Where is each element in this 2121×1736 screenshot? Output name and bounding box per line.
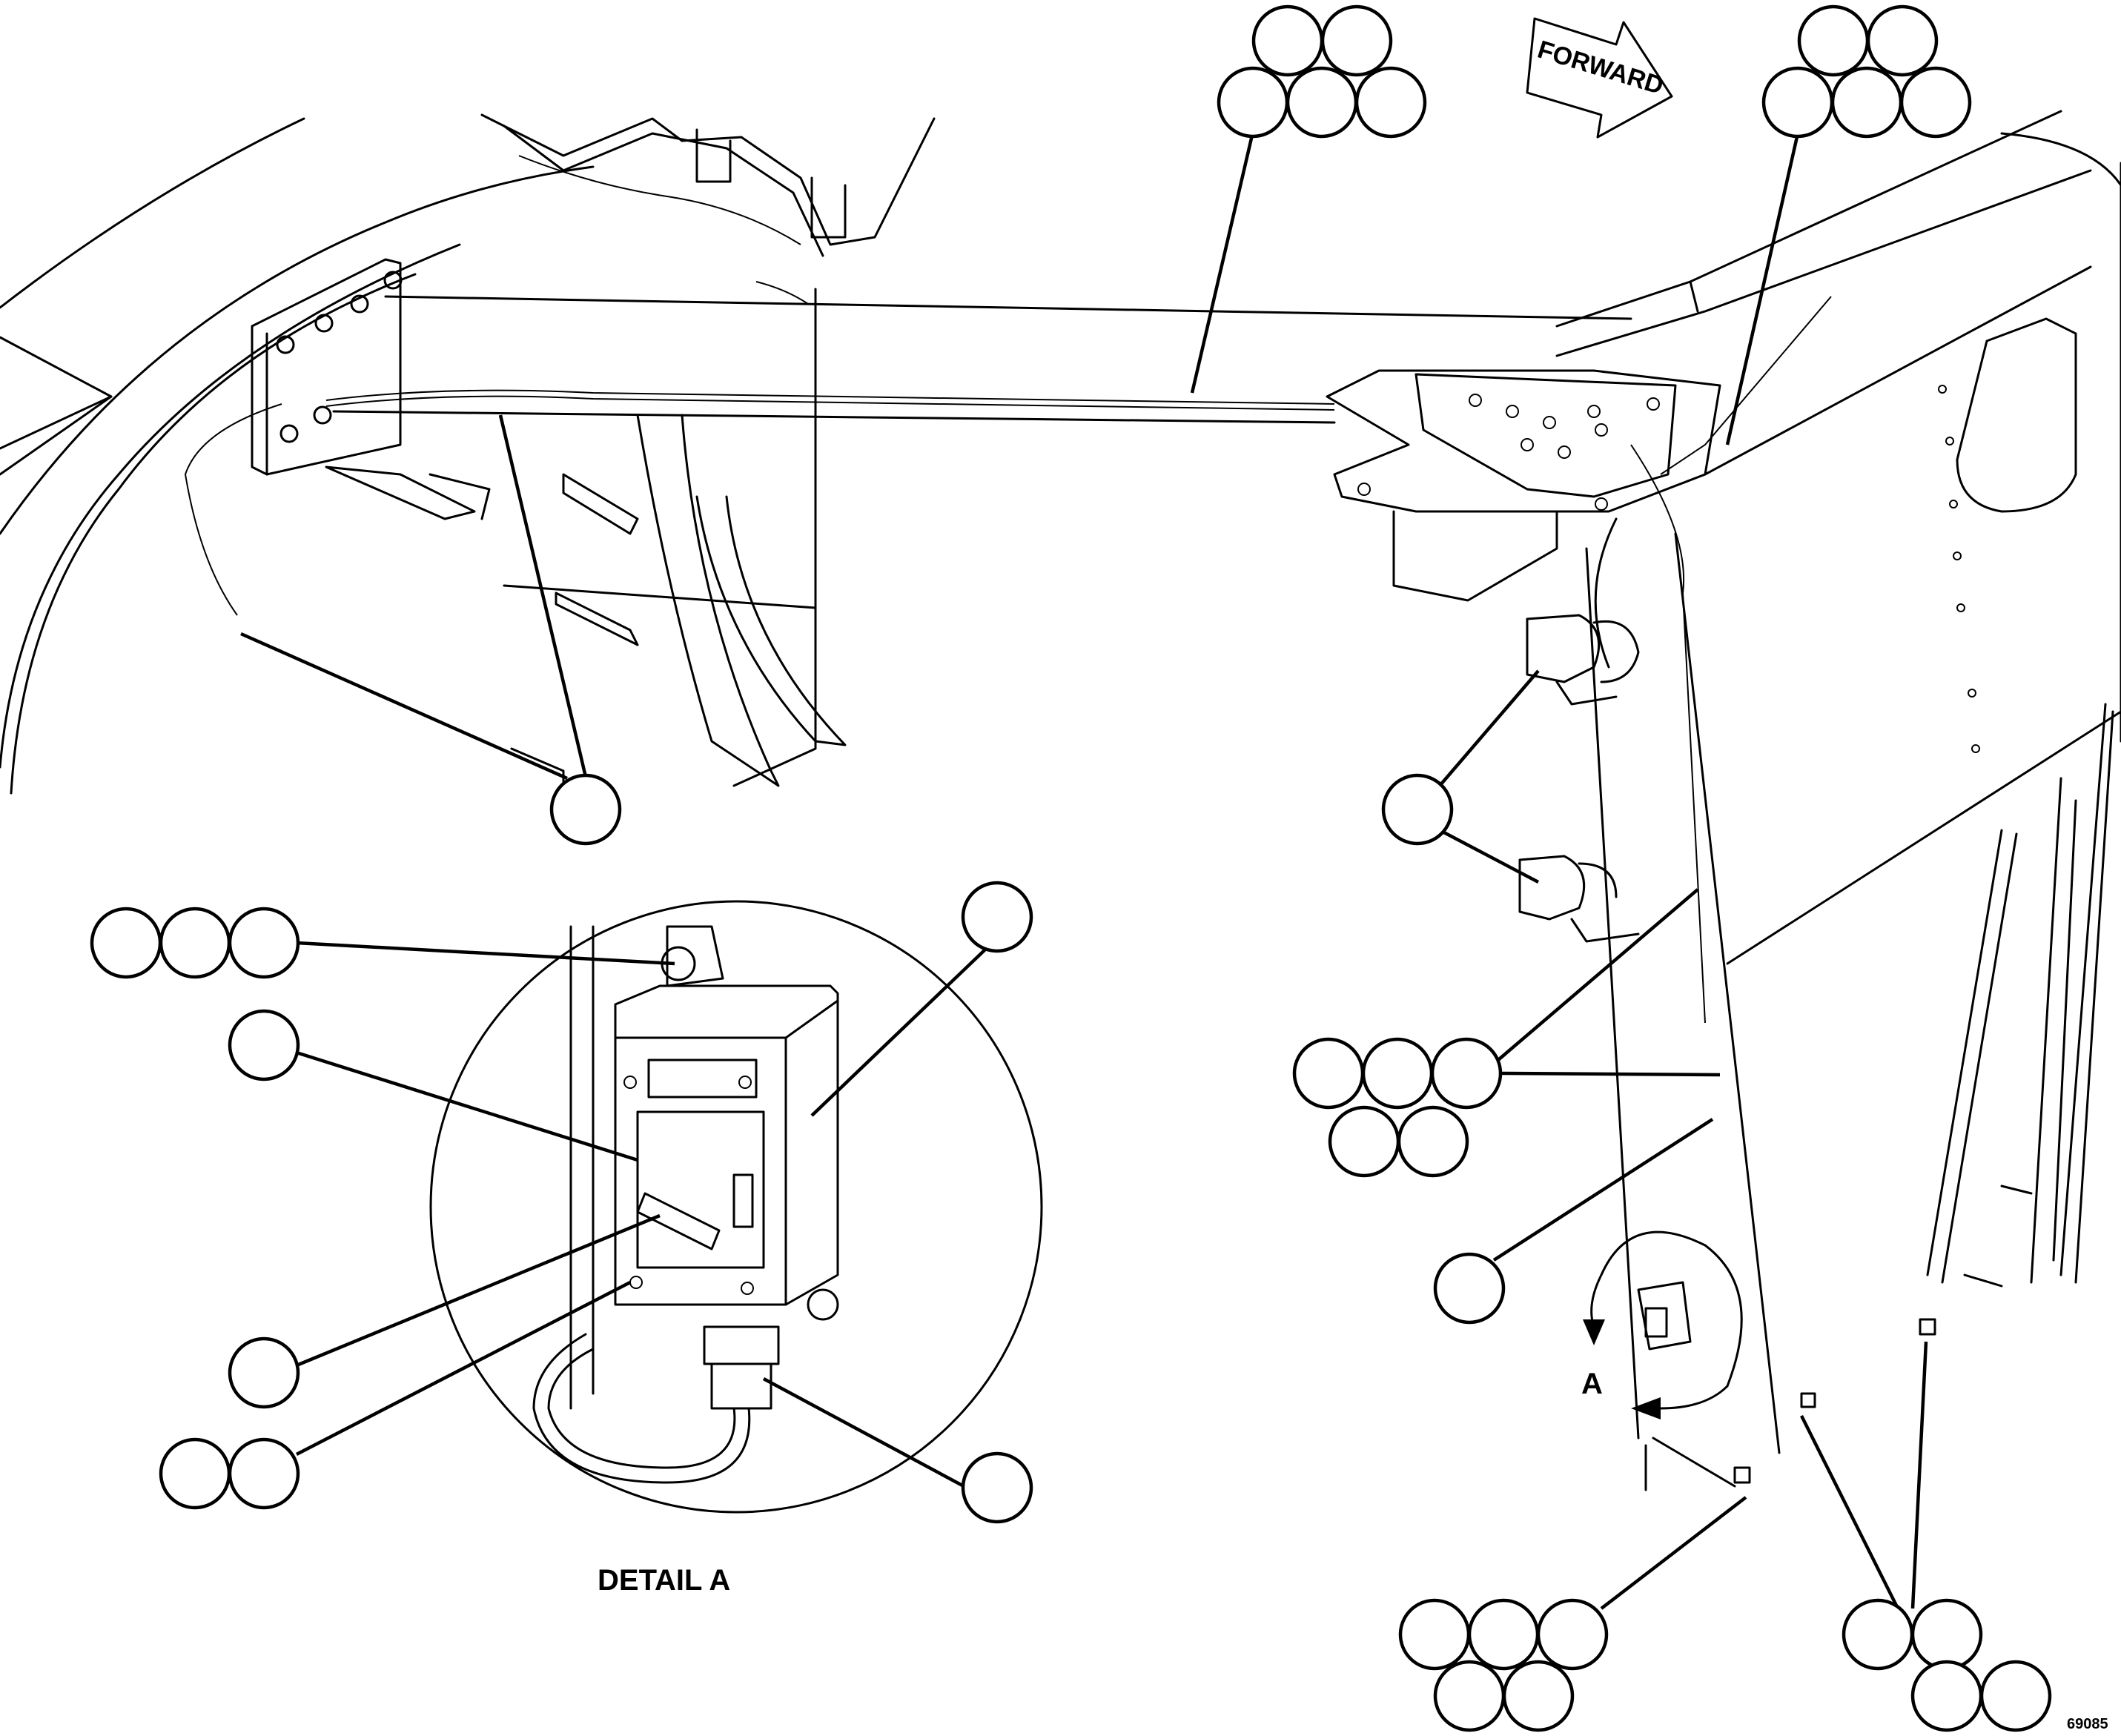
detail-view-letter: A bbox=[1581, 1368, 1603, 1400]
callout-grp-detail-screw bbox=[90, 907, 300, 979]
switch-handle bbox=[636, 1192, 721, 1250]
detail-a-inset bbox=[429, 900, 1043, 1514]
callout-grp-right-horn bbox=[1381, 773, 1454, 846]
detail-a-marker: A bbox=[1581, 1230, 1743, 1419]
callout-grp-detail-fitting bbox=[961, 1451, 1033, 1524]
conduit-fitting bbox=[703, 1325, 780, 1365]
vehicle-illustration bbox=[0, 110, 2121, 1491]
callout-grp-top-right bbox=[1761, 4, 1972, 139]
callout-grp-detail-box bbox=[961, 881, 1033, 953]
forward-arrow: FORWARD bbox=[1526, 17, 1673, 139]
switch-box bbox=[614, 984, 839, 1306]
callout-grp-right-lower bbox=[1433, 1252, 1506, 1325]
callout-grp-left-clip bbox=[549, 773, 622, 846]
callout-grp-detail-hole bbox=[159, 1437, 300, 1510]
leader-lines bbox=[240, 131, 1928, 1610]
callout-grp-right-mid bbox=[1292, 1037, 1503, 1178]
callout-grp-bottom-center bbox=[1398, 1598, 1609, 1732]
callout-grp-detail-plate bbox=[228, 1009, 300, 1081]
callout-grp-bottom-right bbox=[1842, 1598, 2052, 1732]
figure-number: 69085 bbox=[2067, 1716, 2108, 1732]
detail-a-caption: DETAIL A bbox=[598, 1564, 730, 1597]
callout-grp-detail-handle bbox=[228, 1336, 300, 1409]
callout-grp-top-center bbox=[1217, 4, 1427, 139]
forward-label: FORWARD bbox=[1535, 36, 1667, 101]
